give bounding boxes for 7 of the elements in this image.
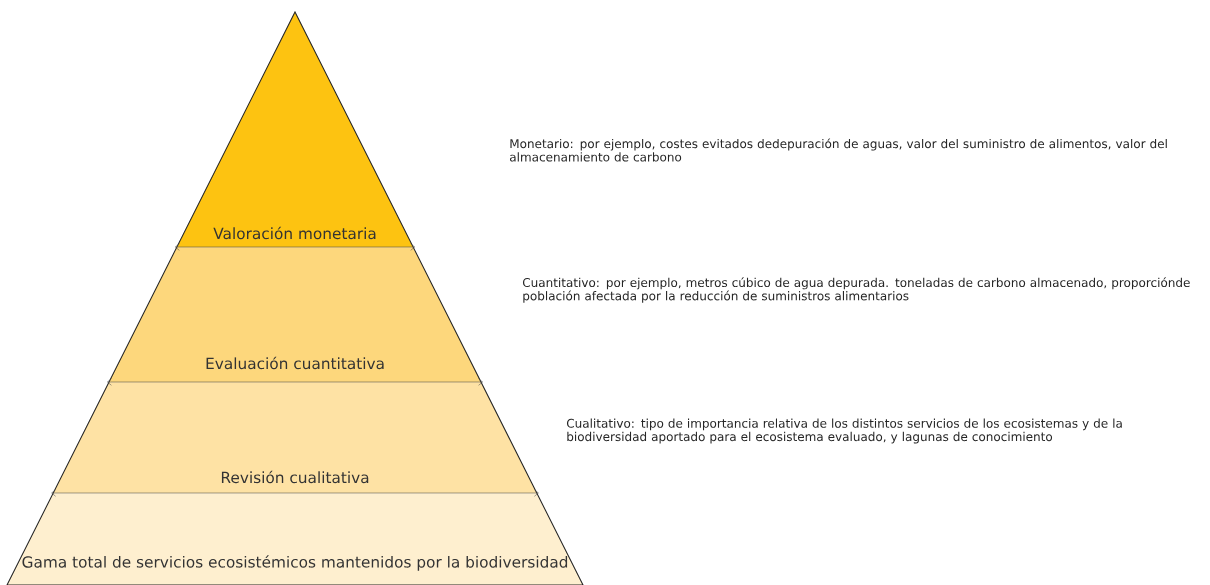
pyramid-band: Gama total de servicios ecosistémicos mantenidos por la biodiversidad bbox=[7, 493, 583, 585]
pyramid-band: Revisión cualitativa bbox=[53, 382, 537, 493]
description-text: Cualitativo: tipo de importancia relativa de los distintos servicios de los ecosistemas y de la biodiversidad aportado para el ecosistema evaluado, y lagunas de conocimiento bbox=[566, 418, 1122, 444]
pyramid-band: Evaluación cuantitativa bbox=[109, 247, 481, 382]
pyramid-band: Valoración monetaria bbox=[176, 12, 414, 247]
description-text: Cuantitativo: por ejemplo, metros cúbico de agua depurada. toneladas de carbono almacenado, proporciónde población afectada por la reducción de suministros alimentarios bbox=[522, 277, 1190, 303]
description-text: Monetario: por ejemplo, costes evitados dedepuración de aguas, valor del suministro de alimentos, valor del almacenamiento de carbono bbox=[510, 138, 1167, 162]
